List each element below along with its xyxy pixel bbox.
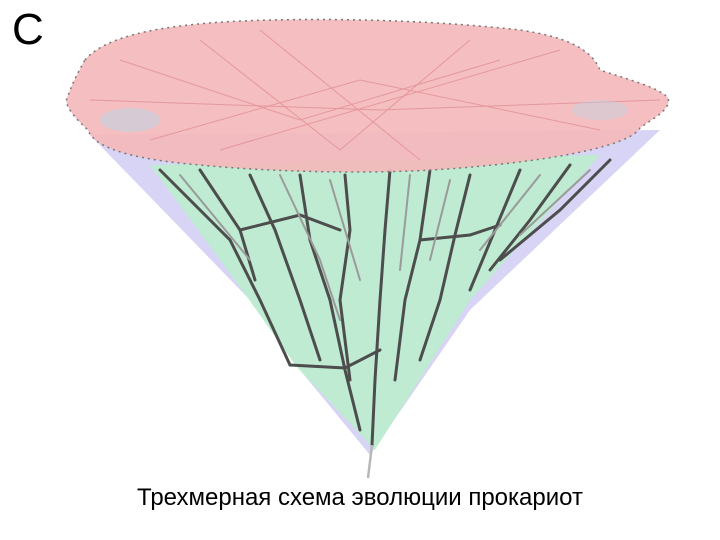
canopy-line: [119, 59, 501, 121]
branch: [488, 163, 572, 272]
branch: [393, 168, 432, 382]
branch: [418, 223, 502, 242]
branch: [238, 213, 342, 232]
diagram-caption: Трехмерная схема эволюции прокариот: [137, 484, 583, 511]
branch: [498, 158, 612, 262]
canopy-tint: [100, 108, 160, 132]
branch: [248, 173, 322, 362]
branch: [418, 173, 472, 362]
canopy-line: [219, 49, 561, 151]
canopy-line: [89, 99, 661, 111]
branch: [479, 174, 541, 251]
branch: [179, 174, 251, 261]
branch: [329, 179, 361, 281]
canopy-edges: [89, 29, 661, 161]
branch: [288, 348, 382, 370]
branch: [158, 168, 292, 367]
canopy: [65, 18, 670, 173]
evolution-3d-diagram: [65, 18, 670, 479]
root-tail: [366, 444, 374, 479]
branch: [429, 179, 451, 261]
branch: [338, 173, 352, 382]
canopy-line: [199, 39, 471, 151]
canopy-line: [259, 29, 421, 161]
branch: [519, 169, 591, 236]
canopy-tint: [572, 100, 628, 120]
branch: [370, 168, 392, 447]
panel-letter: C: [12, 5, 44, 54]
phylogeny-branches-light: [179, 169, 591, 321]
canopy-line: [149, 79, 601, 141]
branch: [399, 174, 411, 271]
branch: [279, 174, 341, 321]
